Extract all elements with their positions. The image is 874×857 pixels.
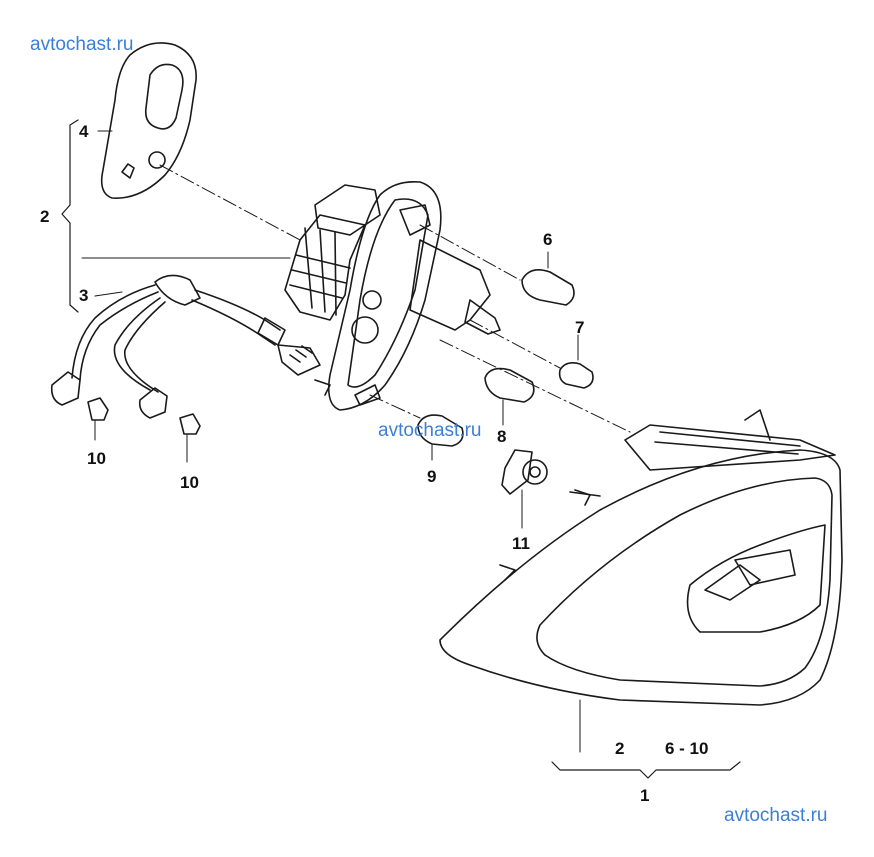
watermark-top-left: avtochast.ru (30, 34, 134, 55)
callout-6-10-bottom: 6 - 10 (665, 739, 709, 758)
callout-11: 11 (512, 534, 530, 553)
callout-2-left: 2 (40, 207, 50, 226)
watermark-bottom-right: avtochast.ru (724, 805, 828, 826)
nut-shape (501, 449, 548, 495)
wedge-bulb-shapes (87, 397, 201, 435)
callout-1: 1 (640, 786, 650, 805)
callout-8: 8 (497, 427, 507, 446)
callout-3: 3 (79, 286, 89, 305)
callout-4: 4 (79, 122, 89, 141)
callout-9: 9 (427, 467, 437, 486)
callout-2-bottom: 2 (615, 739, 625, 758)
callout-6: 6 (543, 230, 553, 249)
bracket-1 (551, 761, 741, 779)
wiring-harness-shape (50, 274, 321, 419)
callout-10-left: 10 (87, 449, 106, 468)
bulb-holder-shape (284, 180, 501, 411)
callout-7: 7 (575, 318, 585, 337)
access-cover-shape (100, 42, 197, 199)
lamp-assembly-shape (439, 409, 843, 706)
bulb-shapes (417, 269, 594, 447)
bracket-2 (61, 119, 79, 313)
callout-10-right: 10 (180, 473, 199, 492)
leader-lines (81, 130, 631, 753)
watermark-center: avtochast.ru (378, 420, 482, 441)
